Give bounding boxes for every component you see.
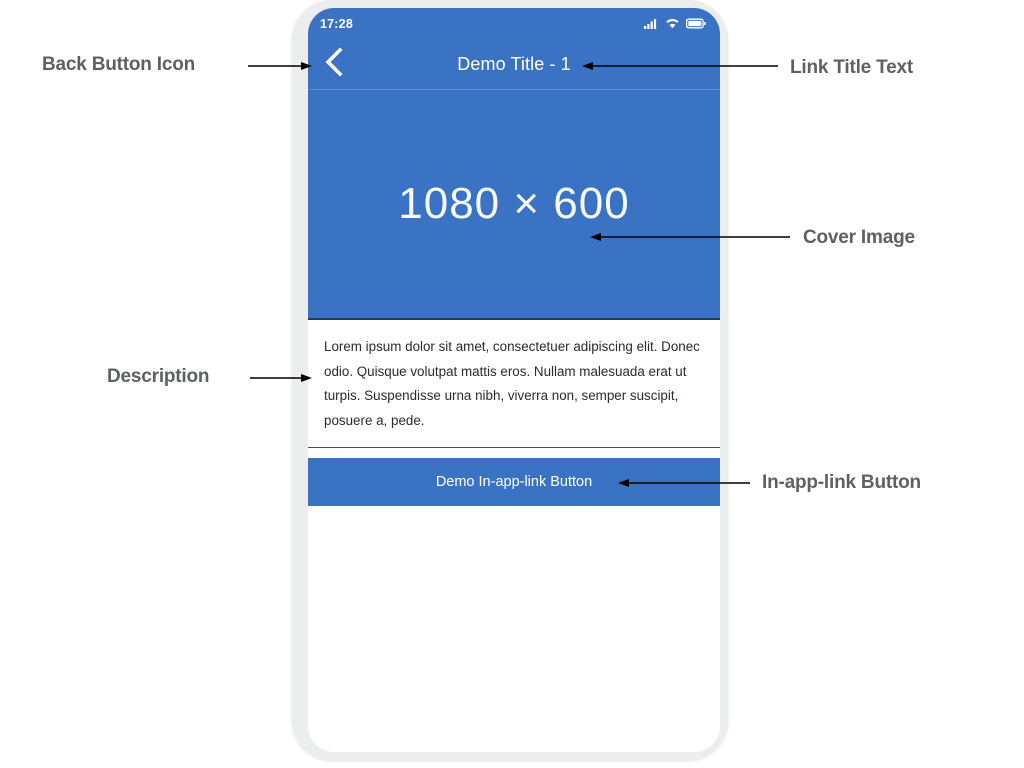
battery-icon: [686, 18, 706, 29]
wifi-icon: [665, 18, 680, 29]
inapp-button-container: Demo In-app-link Button: [308, 448, 720, 506]
annotation-label-inapp-button: In-app-link Button: [762, 472, 921, 493]
description-section: Lorem ipsum dolor sit amet, consectetuer…: [308, 320, 720, 448]
description-text: Lorem ipsum dolor sit amet, consectetuer…: [324, 339, 700, 428]
status-bar-icons: [644, 18, 706, 29]
inapp-link-button[interactable]: Demo In-app-link Button: [308, 458, 720, 506]
annotation-label-description: Description: [107, 366, 210, 387]
app-bar: Demo Title - 1: [308, 39, 720, 90]
annotation-label-cover-image: Cover Image: [803, 227, 915, 248]
back-button[interactable]: [312, 42, 356, 86]
annotation-label-back-button: Back Button Icon: [42, 54, 196, 75]
status-bar-time: 17:28: [320, 16, 353, 31]
cover-image-label: 1080 × 600: [398, 179, 630, 228]
phone-screen: 17:28: [308, 8, 720, 752]
app-bar-title: Demo Title - 1: [457, 53, 571, 74]
status-bar: 17:28: [308, 8, 720, 39]
annotation-label-link-title: Link Title Text: [790, 57, 913, 78]
chevron-left-icon: [324, 46, 344, 82]
cover-image[interactable]: 1080 × 600: [308, 90, 720, 320]
signal-bars-icon: [644, 18, 659, 29]
